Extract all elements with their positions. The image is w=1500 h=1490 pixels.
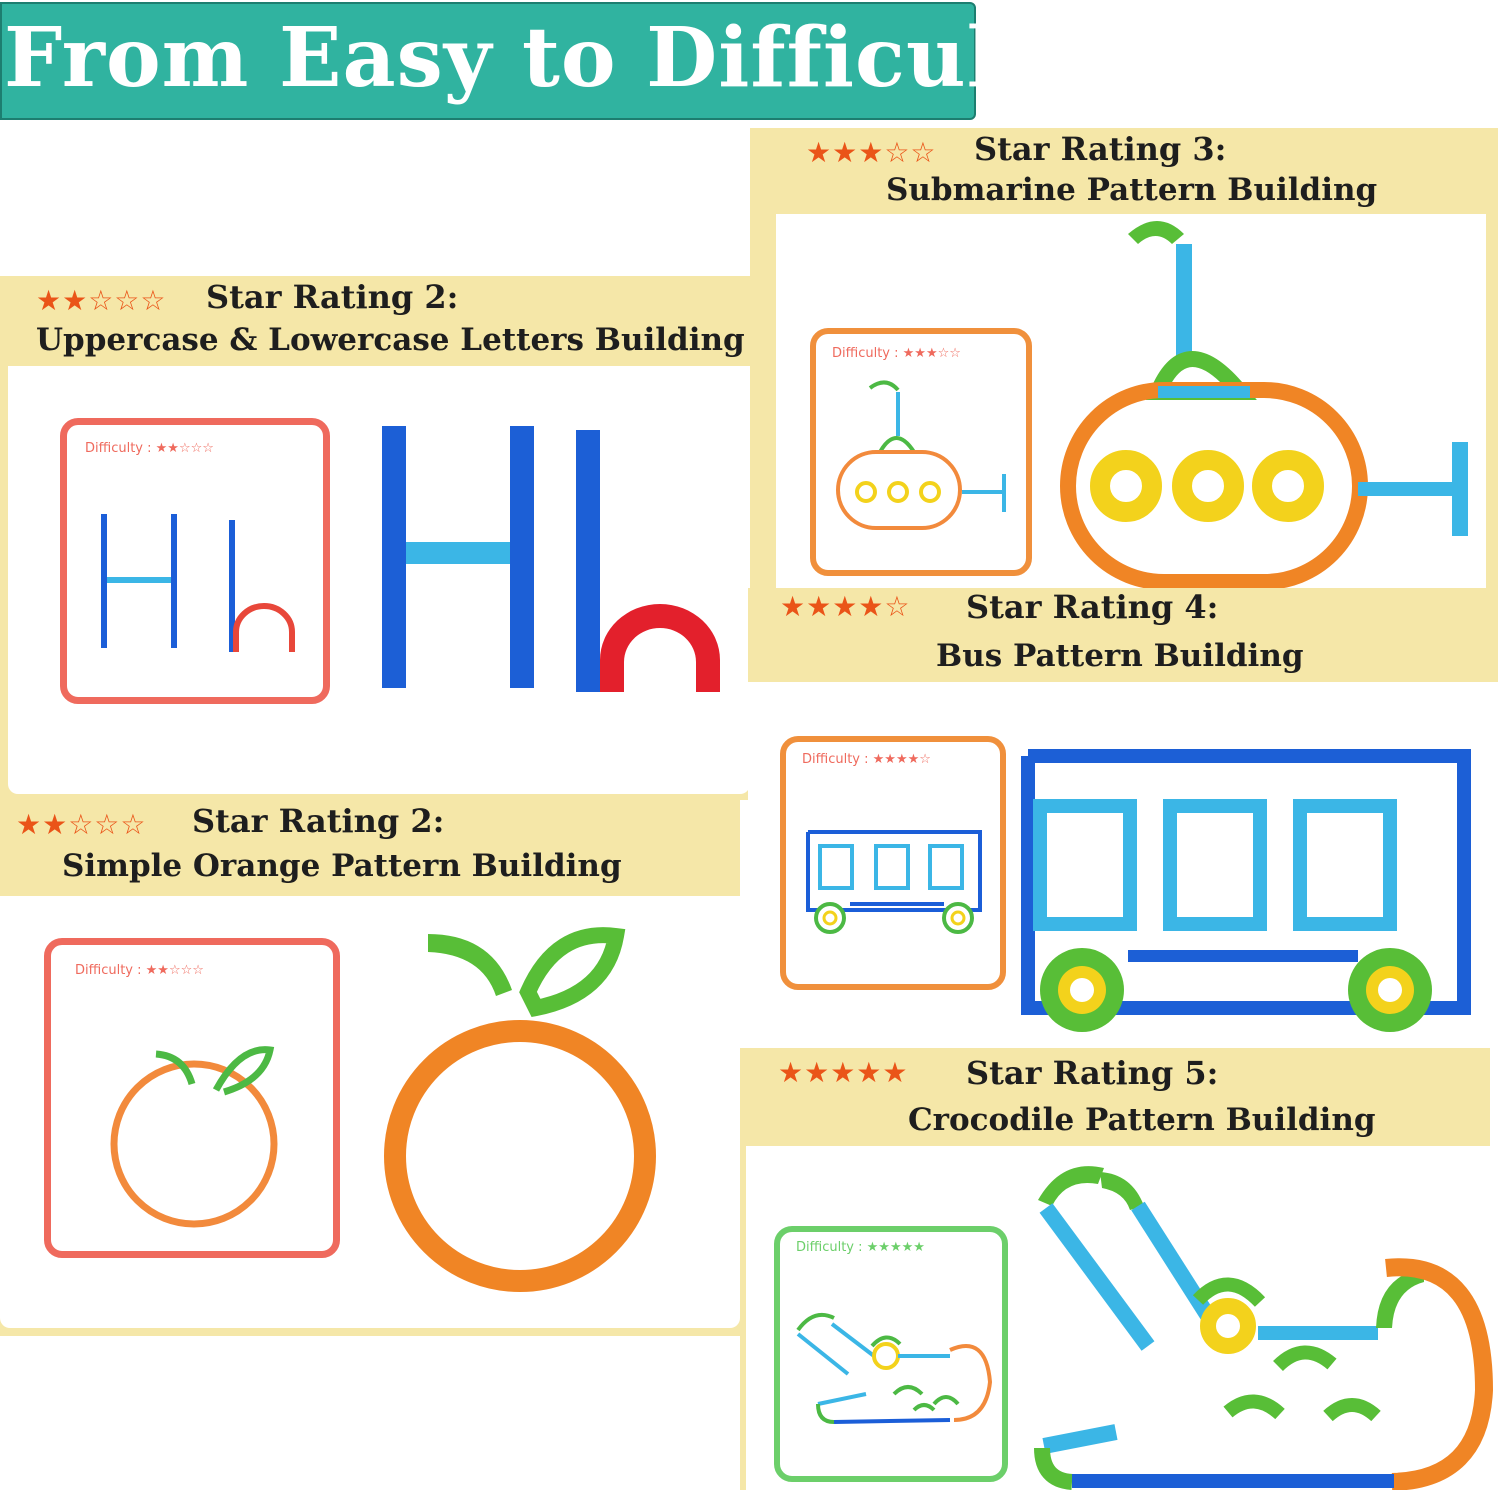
star-rating-icons: ★★★☆☆: [806, 136, 937, 169]
section-submarine: ★★★☆☆ Star Rating 3: Submarine Pattern B…: [750, 128, 1498, 590]
star-rating-icons: ★★★★★: [778, 1056, 909, 1089]
section-subtitle: Uppercase & Lowercase Letters Building: [36, 322, 745, 358]
section-orange: ★★☆☆☆ Star Rating 2: Simple Orange Patte…: [0, 800, 740, 1336]
section-crocodile: ★★★★★ Star Rating 5: Crocodile Pattern B…: [740, 1048, 1494, 1490]
pattern-card: Difficulty : ★★☆☆☆: [44, 938, 340, 1258]
star-rating-icons: ★★☆☆☆: [36, 284, 167, 317]
title-banner: From Easy to Difficult: [0, 2, 1037, 120]
bus-diagram: [806, 830, 982, 934]
section-image: Difficulty : ★★★★☆: [748, 682, 1498, 1048]
rating-heading: Star Rating 4:: [966, 588, 1219, 626]
section-bus: ★★★★☆ Star Rating 4: Bus Pattern Buildin…: [748, 588, 1498, 1048]
orange-diagram: [110, 1046, 278, 1228]
submarine-blocks: [1060, 221, 1468, 590]
rating-heading: Star Rating 5:: [966, 1054, 1219, 1092]
star-rating-icons: ★★☆☆☆: [16, 808, 147, 841]
section-image: Difficulty : ★★★☆☆: [776, 214, 1486, 590]
pattern-card: Difficulty : ★★★☆☆: [810, 328, 1032, 576]
crocodile-blocks: [1034, 1166, 1494, 1490]
pattern-card: Difficulty : ★★★★☆: [780, 736, 1006, 990]
difficulty-label: Difficulty : ★★★★★: [796, 1240, 925, 1255]
submarine-diagram: [836, 380, 1006, 530]
section-letters: ★★☆☆☆ Star Rating 2: Uppercase & Lowerca…: [0, 276, 750, 800]
section-subtitle: Bus Pattern Building: [936, 638, 1304, 674]
section-subtitle: Crocodile Pattern Building: [908, 1102, 1376, 1138]
difficulty-label: Difficulty : ★★☆☆☆: [75, 963, 204, 978]
star-rating-icons: ★★★★☆: [780, 590, 911, 623]
difficulty-label: Difficulty : ★★★★☆: [802, 752, 931, 767]
pattern-card: Difficulty : ★★★★★: [774, 1226, 1008, 1482]
section-subtitle: Simple Orange Pattern Building: [62, 848, 622, 884]
letters-diagram: [101, 514, 295, 652]
rating-heading: Star Rating 3:: [974, 130, 1227, 168]
page-title: From Easy to Difficult: [4, 10, 1038, 106]
bus-blocks: [1021, 749, 1471, 1032]
section-image: Difficulty : ★★★★★: [746, 1146, 1494, 1490]
section-image: Difficulty : ★★☆☆☆: [8, 366, 750, 794]
letters-blocks: [382, 426, 720, 692]
section-subtitle: Submarine Pattern Building: [886, 172, 1378, 208]
section-image: Difficulty : ★★☆☆☆: [0, 896, 740, 1328]
difficulty-label: Difficulty : ★★★☆☆: [832, 346, 961, 361]
crocodile-diagram: [796, 1313, 993, 1424]
difficulty-label: Difficulty : ★★☆☆☆: [85, 441, 214, 456]
rating-heading: Star Rating 2:: [206, 278, 459, 316]
orange-blocks: [384, 927, 656, 1292]
pattern-card: Difficulty : ★★☆☆☆: [60, 418, 330, 704]
rating-heading: Star Rating 2:: [192, 802, 445, 840]
